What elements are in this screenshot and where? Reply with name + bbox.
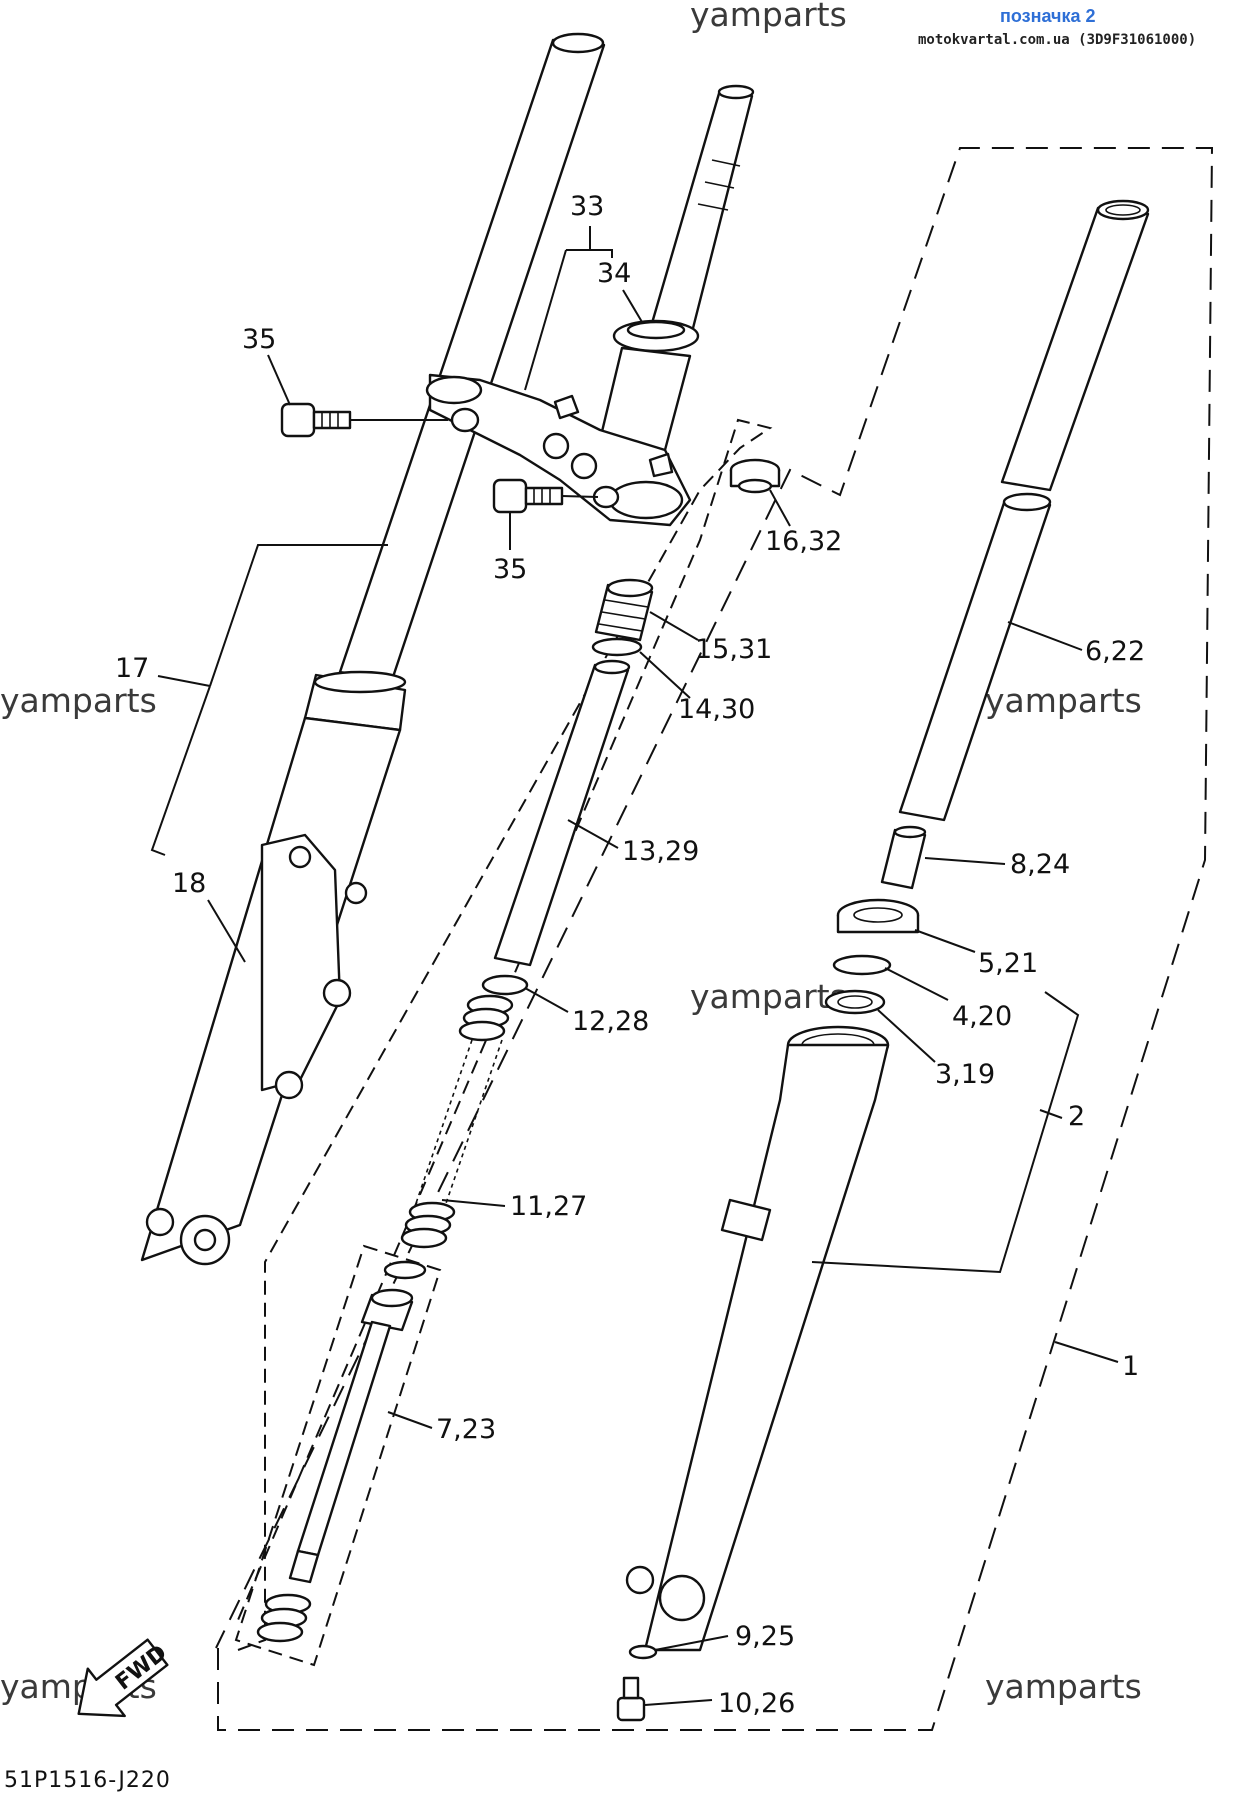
callout-10-26: 10,26 xyxy=(718,1688,795,1719)
gasket-9-25 xyxy=(628,1644,658,1660)
callout-2: 2 xyxy=(1068,1101,1085,1132)
assembly-1-boundary xyxy=(215,147,1214,1731)
callout-15-31: 15,31 xyxy=(695,634,772,665)
callout-33: 33 xyxy=(570,191,604,222)
callout-1: 1 xyxy=(1122,1351,1139,1382)
damper-rod-7-23 xyxy=(256,1260,427,1643)
washer-12-28 xyxy=(481,974,529,996)
callout-9-25: 9,25 xyxy=(735,1621,795,1652)
callout-3-19: 3,19 xyxy=(935,1059,995,1090)
spacer-13-29 xyxy=(493,659,631,967)
steering-stem-bracket xyxy=(425,84,755,527)
cap-bolt-15-31 xyxy=(594,578,654,642)
outer-tube-2 xyxy=(625,1025,890,1652)
bolt-35-upper xyxy=(280,402,352,438)
header-site-text: motokvartal.com.ua (3D9F31061000) xyxy=(918,32,1196,48)
fork-spring-11-27 xyxy=(400,994,514,1249)
fork-assembly-left xyxy=(140,32,606,1266)
fork-cap-16-32 xyxy=(729,458,781,494)
header-link[interactable]: позначка 2 xyxy=(1000,6,1096,26)
oil-seal-5-21 xyxy=(836,898,920,934)
diagram-code: 51P1516-J220 xyxy=(4,1768,171,1793)
callout-8-24: 8,24 xyxy=(1010,849,1070,880)
callout-35-lower: 35 xyxy=(493,554,527,585)
drain-bolt-10-26 xyxy=(616,1676,646,1722)
callout-5-21: 5,21 xyxy=(978,948,1038,979)
callout-4-20: 4,20 xyxy=(952,1001,1012,1032)
callout-6-22: 6,22 xyxy=(1085,636,1145,667)
callout-11-27: 11,27 xyxy=(510,1191,587,1222)
watermark-top: yamparts xyxy=(690,0,847,34)
watermark-center: yamparts xyxy=(690,977,847,1016)
callout-17: 17 xyxy=(115,653,149,684)
clip-4-20 xyxy=(832,954,892,976)
callout-12-28: 12,28 xyxy=(572,1006,649,1037)
callout-18: 18 xyxy=(172,868,206,899)
watermark-left: yamparts xyxy=(0,681,157,720)
callout-35-upper: 35 xyxy=(242,324,276,355)
callout-16-32: 16,32 xyxy=(765,526,842,557)
callout-7-23: 7,23 xyxy=(436,1414,496,1445)
bolt-35-lower xyxy=(492,478,564,514)
callout-14-30: 14,30 xyxy=(678,694,755,725)
inner-tube-6-22 xyxy=(898,199,1150,822)
callout-34: 34 xyxy=(597,258,631,289)
slide-bush-8-24 xyxy=(880,825,927,890)
watermark-right: yamparts xyxy=(985,681,1142,720)
washer-3-19 xyxy=(824,989,886,1015)
o-ring-14-30 xyxy=(591,637,643,657)
callout-13-29: 13,29 xyxy=(622,836,699,867)
leader-lines xyxy=(150,226,1119,1706)
watermark-bottom-right: yamparts xyxy=(985,1667,1142,1706)
assembly-2-boundary xyxy=(237,418,773,1651)
